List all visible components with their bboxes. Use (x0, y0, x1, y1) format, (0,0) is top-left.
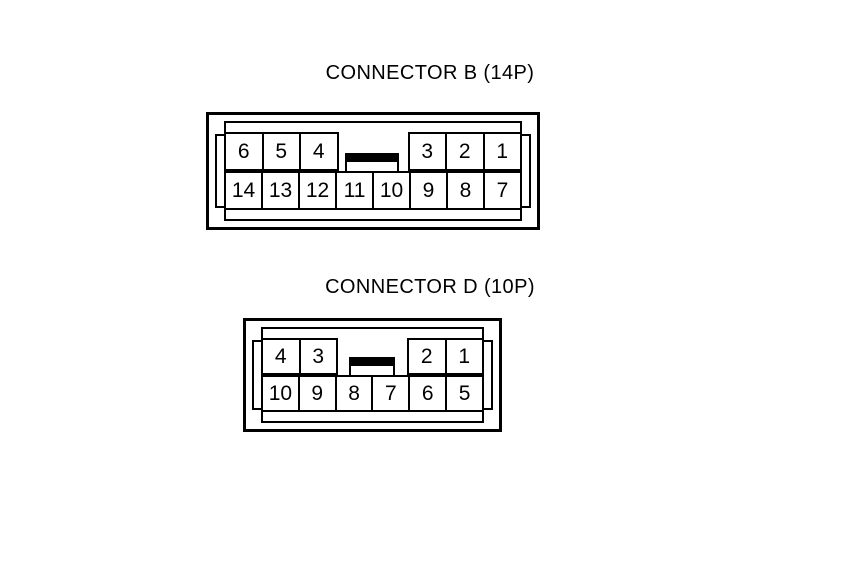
pin-cell: 2 (445, 132, 485, 171)
pin-cell: 5 (445, 375, 484, 412)
pin-cell: 6 (408, 375, 448, 412)
notch-bottom-left (252, 408, 263, 423)
pin-cell: 4 (261, 338, 301, 375)
pin-cell: 11 (335, 171, 374, 210)
connector-b-bottom-row: 14 13 12 11 10 9 8 7 (224, 171, 522, 210)
notch-bottom-right (520, 206, 531, 221)
pin-cell: 3 (407, 132, 447, 171)
pin-cell: 13 (261, 171, 300, 210)
notch-top-right (482, 327, 493, 342)
pin-cell: 6 (224, 132, 264, 171)
connector-d-body: 4 3 2 1 10 9 8 7 6 5 (243, 318, 502, 432)
pin-cell: 10 (261, 375, 300, 412)
notch-bottom-right (482, 408, 493, 423)
pin-cell: 9 (297, 375, 337, 412)
connector-d-title: CONNECTOR D (10P) (325, 276, 535, 298)
pin-cell: 1 (444, 338, 484, 375)
pin-cell: 1 (482, 132, 522, 171)
connector-d-top-row: 4 3 2 1 (261, 338, 484, 377)
pin-cell: 9 (409, 171, 448, 210)
notch-top-left (215, 121, 226, 136)
pin-cell: 2 (407, 338, 447, 375)
notch-top-right (520, 121, 531, 136)
latch-tab-icon (345, 153, 399, 173)
pin-cell: 7 (371, 375, 411, 412)
connector-b-title: CONNECTOR B (14P) (325, 62, 535, 84)
pin-cell: 3 (298, 338, 338, 375)
latch-tab-icon (348, 357, 395, 377)
pin-cell: 5 (261, 132, 301, 171)
connector-d-shell: 4 3 2 1 10 9 8 7 6 5 (252, 327, 493, 423)
notch-top-left (252, 327, 263, 342)
latch-tab-cap (345, 153, 399, 162)
connector-b-latch-gap (337, 132, 408, 173)
pin-cell: 14 (224, 171, 263, 210)
connector-b-body: 6 5 4 3 2 1 14 13 12 11 (206, 112, 540, 230)
connector-b-shell: 6 5 4 3 2 1 14 13 12 11 (215, 121, 531, 221)
connector-d-pin-area: 4 3 2 1 10 9 8 7 6 5 (261, 338, 484, 412)
pin-cell: 7 (483, 171, 522, 210)
pin-cell: 12 (298, 171, 337, 210)
pin-cell: 10 (372, 171, 411, 210)
pin-cell: 8 (446, 171, 485, 210)
connector-d-bottom-row: 10 9 8 7 6 5 (261, 375, 484, 412)
connector-b-top-row: 6 5 4 3 2 1 (224, 132, 522, 173)
connector-d-latch-gap (336, 338, 407, 377)
connector-b-pin-area: 6 5 4 3 2 1 14 13 12 11 (224, 132, 522, 210)
pin-cell: 4 (299, 132, 339, 171)
pin-cell: 8 (334, 375, 374, 412)
latch-tab-cap (348, 357, 395, 366)
notch-bottom-left (215, 206, 226, 221)
